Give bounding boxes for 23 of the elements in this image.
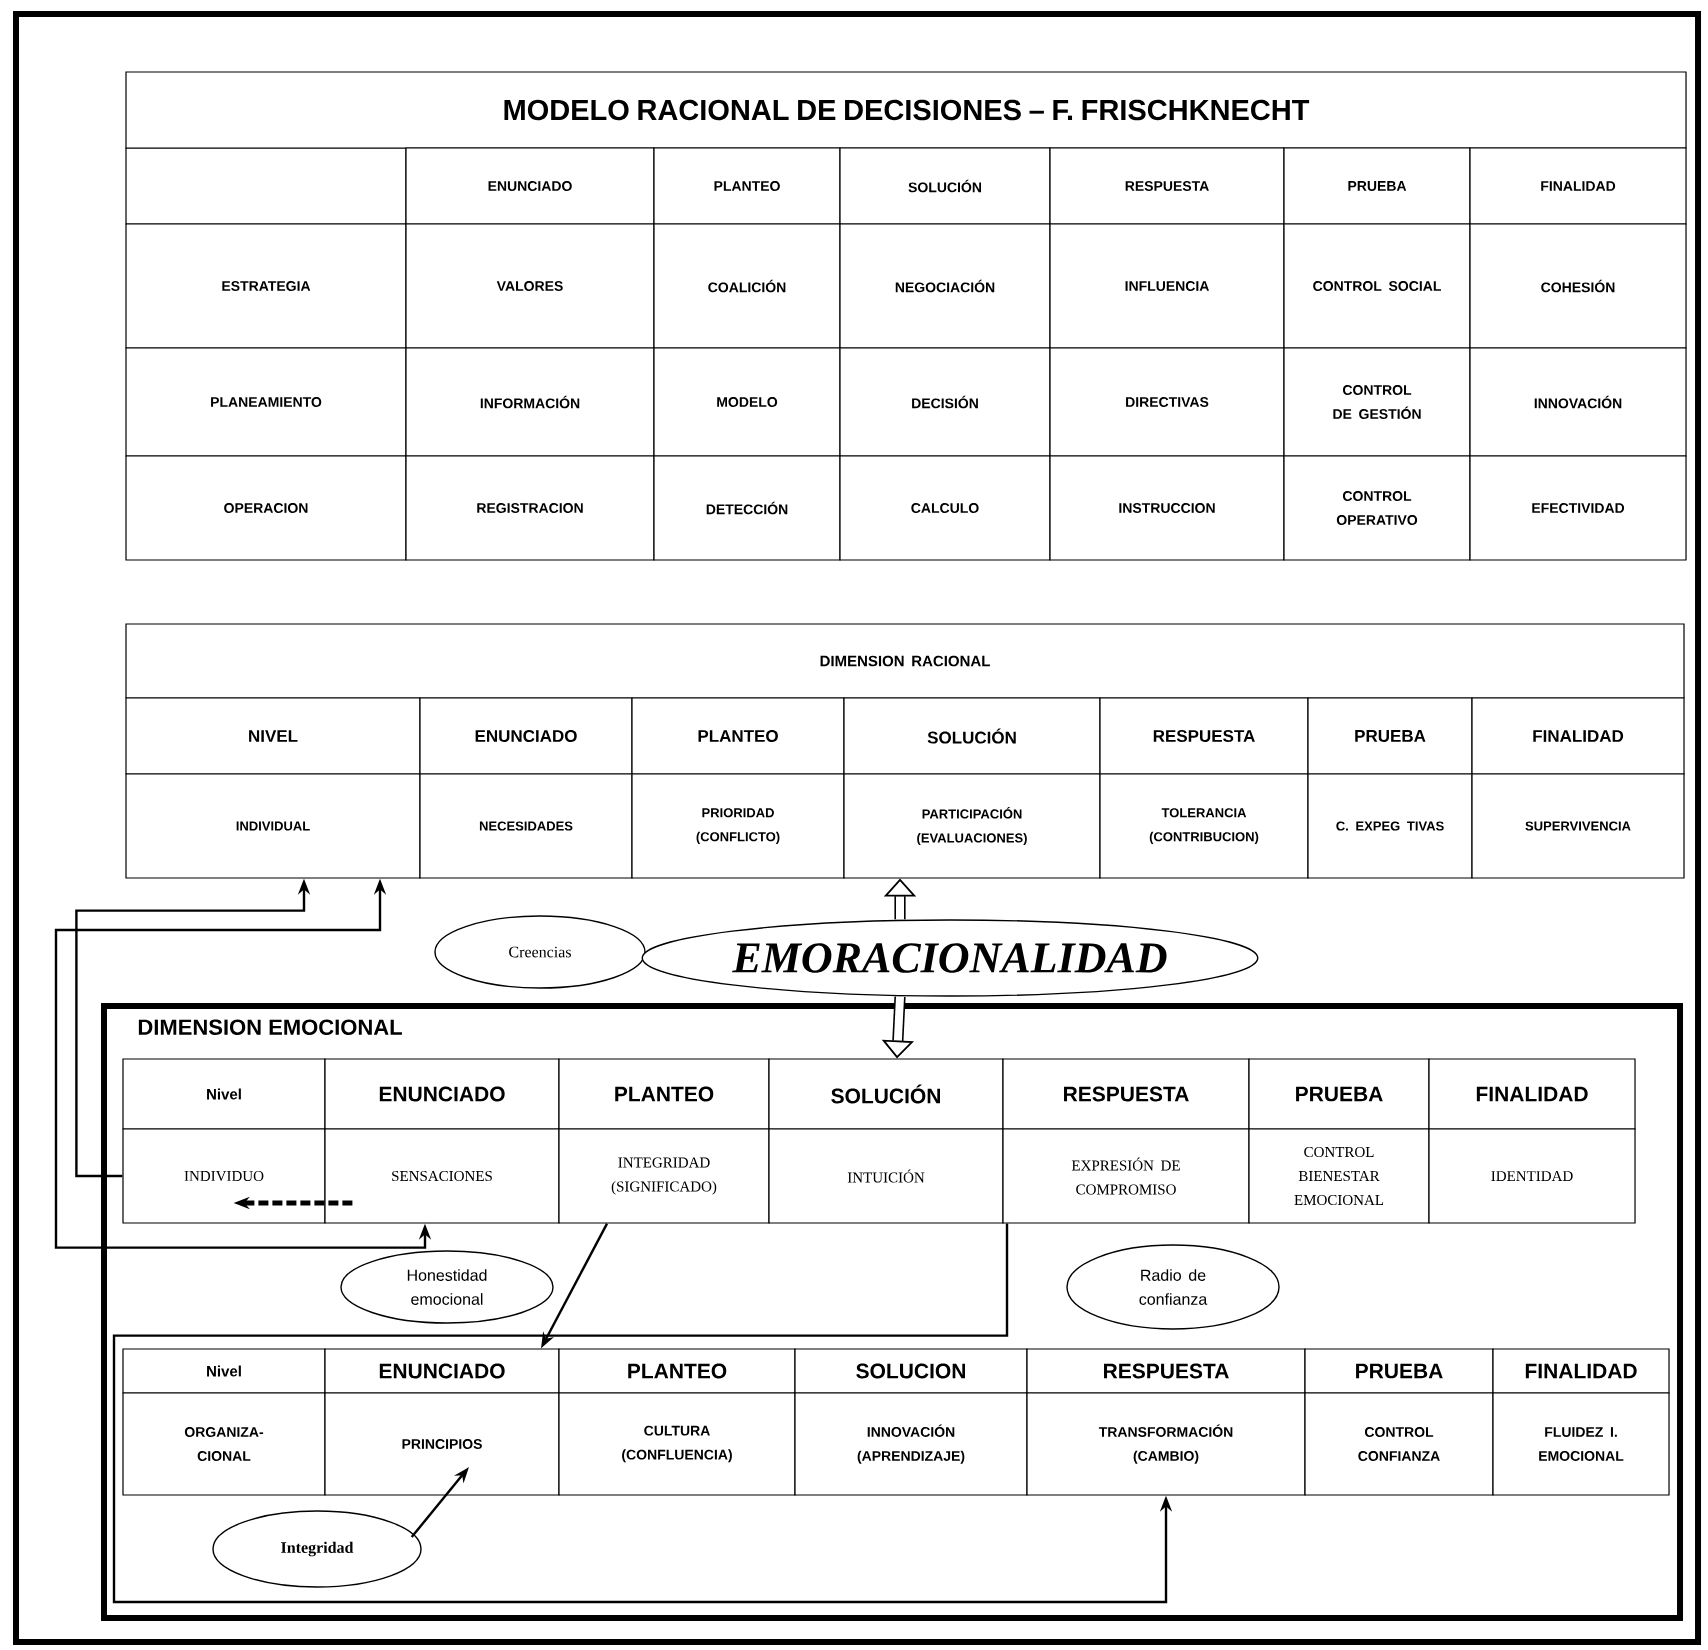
column-header: PRUEBA bbox=[1307, 697, 1473, 775]
column-header: RESPUESTA bbox=[1002, 1058, 1250, 1130]
column-header: PLANTEO bbox=[631, 697, 845, 775]
oval-label: Radio de confianza bbox=[1066, 1244, 1280, 1330]
column-header: PLANTEO bbox=[558, 1058, 770, 1130]
column-header: RESPUESTA bbox=[1099, 697, 1309, 775]
column-header: RESPUESTA bbox=[1026, 1348, 1306, 1394]
column-header: ENUNCIADO bbox=[324, 1058, 560, 1130]
column-header: FINALIDAD bbox=[1492, 1348, 1670, 1394]
oval-label: Honestidad emocional bbox=[340, 1250, 554, 1324]
column-header: PLANTEO bbox=[558, 1348, 796, 1394]
column-header: ENUNCIADO bbox=[419, 697, 633, 775]
oval-label: Creencias bbox=[434, 915, 646, 989]
column-header: ENUNCIADO bbox=[324, 1348, 560, 1394]
column-header: PRUEBA bbox=[1248, 1058, 1430, 1130]
column-header: FINALIDAD bbox=[1471, 697, 1685, 775]
oval-label: Integridad bbox=[212, 1510, 422, 1588]
column-header: FINALIDAD bbox=[1428, 1058, 1636, 1130]
column-header: PRUEBA bbox=[1304, 1348, 1494, 1394]
column-header: SOLUCIÓN bbox=[768, 1058, 1004, 1130]
column-header: SOLUCIÓN bbox=[843, 697, 1101, 775]
column-header: NIVEL bbox=[125, 697, 421, 775]
column-header: SOLUCION bbox=[794, 1348, 1028, 1394]
